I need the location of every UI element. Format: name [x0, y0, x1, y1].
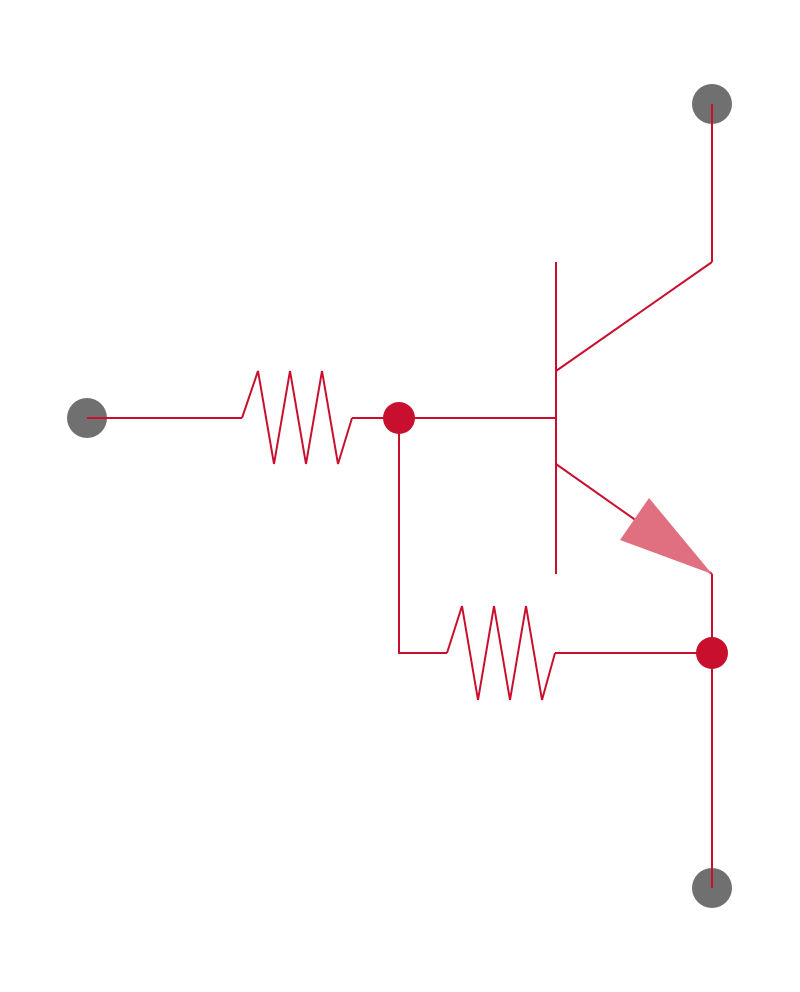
emitter-junction	[696, 637, 728, 669]
npn-transistor	[555, 261, 713, 575]
emitter-arrow-icon	[620, 498, 712, 574]
base-junction	[383, 402, 415, 434]
wires	[87, 104, 713, 888]
input-resistor	[241, 370, 353, 465]
feedback-resistor	[446, 605, 556, 701]
feedback-left-wire	[398, 418, 447, 654]
transistor-collector-lead	[555, 261, 713, 372]
